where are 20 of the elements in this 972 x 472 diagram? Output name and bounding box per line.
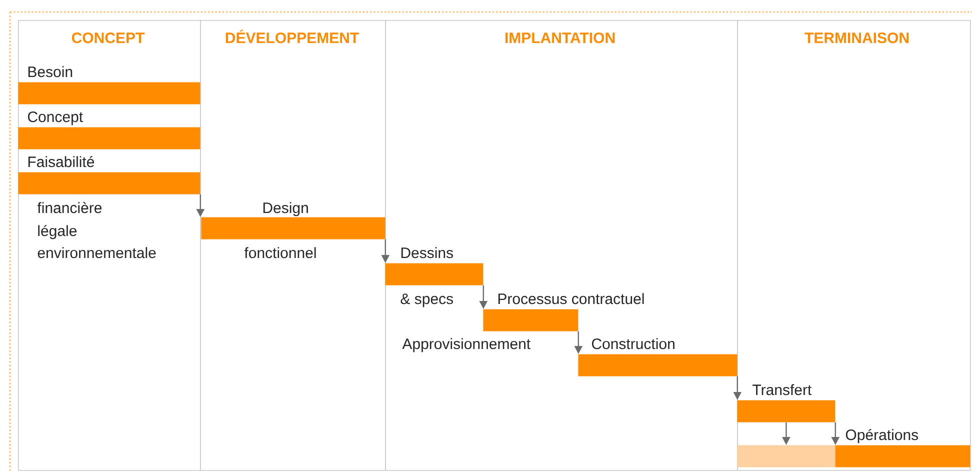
task-label: Approvisionnement: [402, 338, 530, 352]
task-bar: [737, 445, 836, 468]
task-label: Transfert: [752, 384, 812, 396]
task-label: Opérations: [846, 428, 918, 444]
phase-heading: DÉVELOPPEMENT: [226, 30, 359, 44]
task-label: Processus contractuel: [498, 293, 644, 304]
task-label: & specs: [400, 294, 453, 308]
task-label: environnementale: [38, 247, 156, 258]
phase-heading: CONCEPT: [72, 32, 144, 44]
task-label: Dessins: [401, 247, 453, 258]
task-label: Design: [263, 202, 308, 216]
phase-heading: IMPLANTATION: [505, 32, 615, 44]
task-label: Besoin: [28, 66, 72, 78]
task-label: Construction: [592, 338, 674, 350]
phase-heading: TERMINAISON: [804, 32, 908, 44]
task-label: Concept: [28, 112, 83, 126]
task-label: Faisabilité: [28, 156, 94, 168]
task-label: financière: [37, 202, 102, 214]
task-label: fonctionnel: [244, 247, 316, 258]
task-label: légale: [38, 224, 77, 240]
